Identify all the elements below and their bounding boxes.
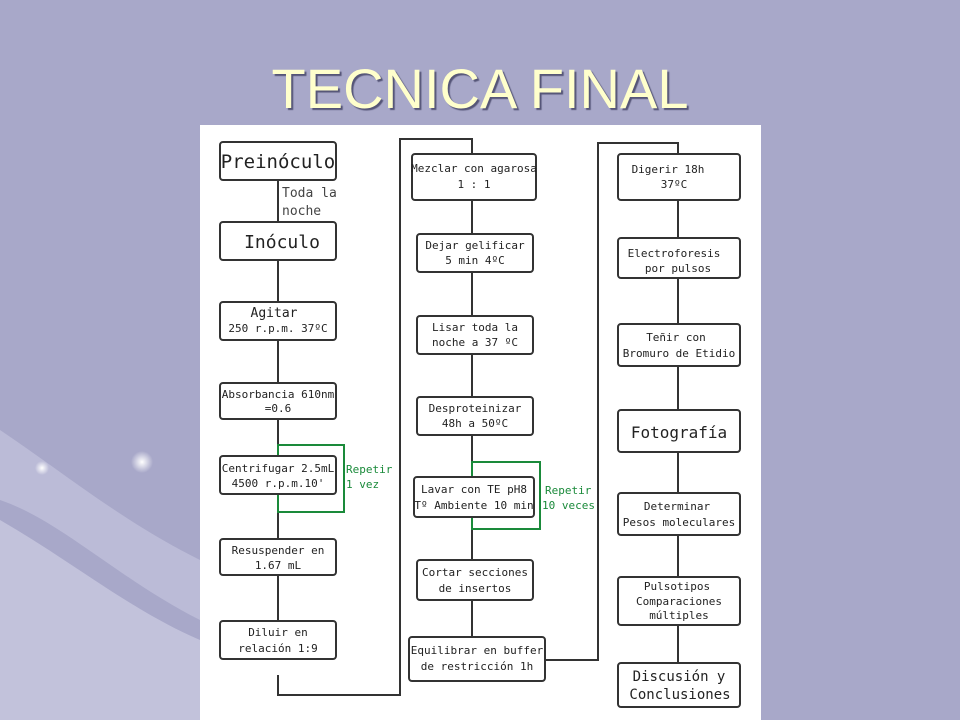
step-equilibrar-detail: de restricción 1h	[421, 660, 534, 673]
step-mezclar-detail: 1 : 1	[457, 178, 490, 191]
step-pulsotipos-box	[617, 576, 741, 626]
step-gelificar-label: Dejar gelificar	[425, 239, 525, 252]
step-resuspender-label: Resuspender en	[232, 544, 325, 557]
step-equilibrar-label: Equilibrar en buffer	[411, 644, 544, 657]
step-lisar-box	[416, 315, 534, 355]
connector-line	[277, 138, 473, 696]
step-tenir-box	[617, 323, 741, 367]
step-desprot-label: Desproteinizar	[429, 402, 522, 415]
step-centrifugar-detail: 4500 r.p.m.10'	[232, 477, 325, 490]
step-absorbancia-box	[219, 382, 337, 420]
decor-bubble	[35, 461, 49, 475]
step-agitar-label: Agitar	[251, 306, 298, 321]
step-tenir-label: Teñir con	[646, 331, 706, 344]
repeat-label-2: Repetir	[545, 484, 592, 497]
step-absorbancia-label: Absorbancia 610nm	[222, 388, 335, 401]
step-mezclar-label: Mezclar con agarosa	[411, 162, 537, 175]
step-resuspender-detail: 1.67 mL	[255, 559, 302, 572]
repeat-count-1: 1 vez	[346, 478, 379, 491]
flowchart: Preinóculo Toda la noche Inóculo Agitar …	[219, 138, 741, 708]
step-digerir-detail: 37ºC	[661, 178, 688, 191]
step-desprot-detail: 48h a 50ºC	[442, 417, 508, 430]
step-fotografia-label: Fotografía	[631, 423, 727, 442]
step-pulsotipos-detail: Comparaciones	[636, 595, 722, 608]
step-lavar-detail: Tº Ambiente 10 min	[414, 499, 533, 512]
step-preinoculo-label: Preinóculo	[221, 151, 335, 173]
step-gelificar-detail: 5 min 4ºC	[445, 254, 505, 267]
step-equilibrar-box	[408, 636, 546, 682]
overnight-label: Toda la	[282, 186, 337, 201]
flowchart-panel: Preinóculo Toda la noche Inóculo Agitar …	[200, 125, 761, 720]
step-absorbancia-detail: =0.6	[265, 402, 292, 415]
step-lavar-label: Lavar con TE pH8	[421, 483, 527, 496]
step-inoculo-label: Inóculo	[244, 232, 320, 253]
step-agitar-box	[219, 301, 337, 341]
step-preinoculo-box	[219, 141, 337, 181]
step-lavar-box	[413, 476, 535, 518]
step-discusion-label: Discusión y	[633, 669, 726, 685]
step-determinar-label: Determinar	[644, 500, 711, 513]
overnight-label-2: noche	[282, 204, 321, 219]
step-resuspender-box	[219, 538, 337, 576]
repeat-count-2: 10 veces	[542, 499, 595, 512]
step-centrifugar-label: Centrifugar 2.5mL	[222, 462, 335, 475]
step-lisar-label: Lisar toda la	[432, 321, 518, 334]
step-cortar-label: Cortar secciones	[422, 566, 528, 579]
step-determinar-detail: Pesos moleculares	[623, 516, 736, 529]
step-discusion-detail: Conclusiones	[629, 687, 730, 703]
decor-bubble	[131, 451, 153, 473]
step-diluir-label: Diluir en	[248, 626, 308, 639]
step-electro-detail: por pulsos	[645, 262, 711, 275]
decor-swoosh	[0, 430, 200, 620]
step-tenir-detail: Bromuro de Etidio	[623, 347, 736, 360]
step-electro-label: Electroforesis	[628, 247, 721, 260]
step-centrifugar-box	[219, 455, 337, 495]
step-fotografia-box	[617, 409, 741, 453]
step-pulsotipos-label: Pulsotipos	[644, 580, 710, 593]
step-cortar-box	[416, 559, 534, 601]
step-inoculo-box	[219, 221, 337, 261]
step-pulsotipos-detail-2: múltiples	[649, 609, 709, 622]
repeat-label-1: Repetir	[346, 463, 393, 476]
step-discusion-box	[617, 662, 741, 708]
step-electro-box	[617, 237, 741, 279]
slide-title: TECNICA FINAL	[271, 57, 689, 120]
decor-swoosh-2	[0, 520, 200, 720]
step-agitar-detail: 250 r.p.m. 37ºC	[228, 322, 327, 335]
step-diluir-detail: relación 1:9	[238, 642, 317, 655]
step-determinar-box	[617, 492, 741, 536]
step-mezclar-box	[411, 153, 537, 201]
step-diluir-box	[219, 620, 337, 660]
step-gelificar-box	[416, 233, 534, 273]
step-lisar-detail: noche a 37 ºC	[432, 336, 518, 349]
step-desprot-box	[416, 396, 534, 436]
step-digerir-label: Digerir 18h	[632, 163, 705, 176]
step-cortar-detail: de insertos	[439, 582, 512, 595]
connector-line	[545, 142, 679, 661]
step-digerir-box	[617, 153, 741, 201]
